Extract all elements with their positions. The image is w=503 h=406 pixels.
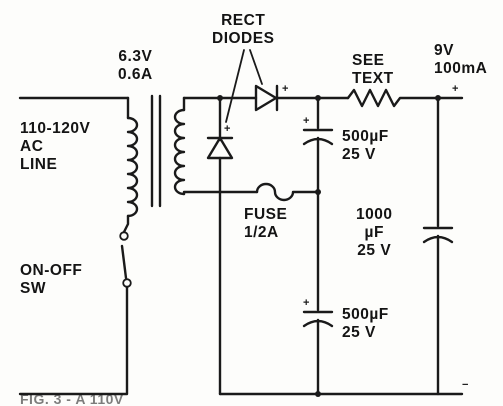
switch-blade — [120, 244, 128, 280]
top-rectifier-diode — [254, 84, 278, 112]
lower-cap-plus: + — [303, 297, 309, 309]
fuse-symbol — [255, 182, 320, 202]
see-text-label: SEE TEXT — [352, 52, 394, 87]
see-text-resistor — [346, 88, 464, 108]
switch-top-contact — [119, 231, 129, 241]
ac-line-label: 110-120V AC LINE — [20, 120, 91, 173]
junction-dot — [217, 95, 223, 101]
figure-caption: FIG. 3 - A 110V — [20, 391, 124, 406]
rect-diodes-pointer-right — [249, 49, 263, 85]
secondary-bottom-lead — [182, 190, 259, 196]
rect-diodes-label: RECT DIODES — [212, 12, 275, 47]
top-diode-plus: + — [282, 83, 288, 95]
rect-diodes-pointer-left — [225, 49, 245, 123]
switch-bottom-contact — [122, 278, 132, 288]
output-cap-label: 1000 µF 25 V — [356, 206, 393, 259]
output-minus: − — [462, 379, 468, 391]
output-rating-label: 9V 100mA — [434, 42, 488, 77]
upper-cap-label: 500µF 25 V — [342, 128, 389, 163]
ac-line-bottom-wire — [18, 285, 129, 396]
output-plus: + — [452, 83, 458, 95]
lower-cap-label: 500µF 25 V — [342, 306, 389, 341]
primary-bottom-lead — [122, 214, 130, 234]
transformer-rating-label: 6.3V 0.6A — [118, 48, 153, 83]
on-off-switch-label: ON-OFF SW — [20, 262, 83, 297]
upper-cap-plus: + — [303, 115, 309, 127]
junction-dot — [435, 95, 441, 101]
junction-dot — [315, 95, 321, 101]
transformer-secondary-coil — [173, 108, 186, 196]
left-diode-plus: + — [224, 123, 230, 135]
fuse-label: FUSE 1/2A — [244, 206, 288, 241]
transformer-primary-coil — [126, 116, 139, 218]
junction-dot — [315, 189, 321, 195]
